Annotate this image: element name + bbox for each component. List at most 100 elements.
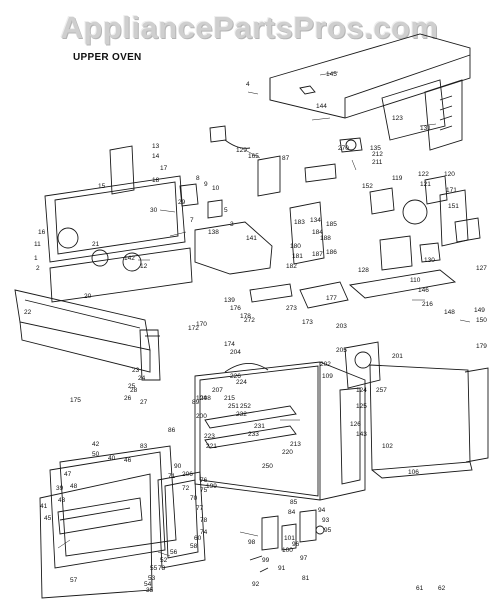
- part-number-label: 172: [188, 325, 199, 332]
- part-number-label: 8: [196, 175, 200, 182]
- part-number-label: 250: [262, 463, 273, 470]
- part-number-label: 42: [92, 441, 100, 448]
- part-number-label: 215: [224, 395, 235, 402]
- part-number-label: 74: [200, 529, 208, 536]
- part-number-label: 92: [252, 581, 260, 588]
- part-number-label: 60: [194, 535, 202, 542]
- part-number-label: 173: [302, 319, 313, 326]
- part-number-label: 188: [320, 235, 331, 242]
- part-number-label: 57: [70, 577, 78, 584]
- part-number-label: 23: [132, 367, 140, 374]
- part-number-label: 123: [392, 115, 403, 122]
- part-number-label: 97: [300, 555, 308, 562]
- part-number-label: 206: [182, 471, 193, 478]
- door-assembly: [39, 445, 206, 599]
- part-number-label: 10: [212, 185, 220, 192]
- part-number-label: 47: [64, 471, 72, 478]
- part-number-label: 27: [140, 399, 148, 406]
- part-number-label: 182: [286, 263, 297, 270]
- part-number-label: 71: [168, 473, 176, 480]
- part-number-label: 84: [288, 509, 296, 516]
- part-number-label: 273: [286, 305, 297, 312]
- part-number-label: 151: [448, 203, 459, 210]
- part-number-label: 4: [246, 81, 250, 88]
- part-number-label: 12: [140, 263, 148, 270]
- part-number-label: 55: [150, 565, 158, 572]
- part-number-label: 128: [358, 267, 369, 274]
- part-number-label: 13: [152, 143, 160, 150]
- part-number-label: 54: [144, 581, 152, 588]
- part-number-label: 143: [356, 431, 367, 438]
- part-number-label: 184: [312, 229, 323, 236]
- part-number-label: 52: [160, 557, 168, 564]
- part-number-label: 145: [326, 71, 337, 78]
- part-number-label: 224: [236, 379, 247, 386]
- electrical-components: [209, 125, 481, 247]
- part-number-label: 204: [230, 349, 241, 356]
- part-number-label: 22: [24, 309, 32, 316]
- part-number-label: 24: [138, 375, 146, 382]
- part-number-label: 129: [236, 147, 247, 154]
- part-number-label: 28: [130, 387, 138, 394]
- part-number-label: 165: [248, 153, 259, 160]
- part-number-label: 76: [200, 477, 208, 484]
- part-number-label: 141: [246, 235, 257, 242]
- part-number-label: 232: [236, 411, 247, 418]
- part-number-label: 110: [410, 277, 421, 284]
- part-number-label: 85: [290, 499, 298, 506]
- part-number-label: 134: [310, 217, 321, 224]
- part-number-label: 175: [70, 397, 81, 404]
- part-number-label: 16: [38, 229, 46, 236]
- control-panel-assembly: [44, 145, 223, 303]
- part-number-label: 96: [292, 541, 300, 548]
- part-number-label: 45: [44, 515, 52, 522]
- part-number-label: 99: [262, 557, 270, 564]
- part-number-label: 181: [292, 253, 303, 260]
- part-number-label: 183: [294, 219, 305, 226]
- part-number-label: 20: [84, 293, 92, 300]
- part-number-label: 50: [92, 451, 100, 458]
- part-number-label: 142: [124, 255, 135, 262]
- part-number-label: 30: [150, 207, 158, 214]
- part-number-label: 139: [224, 297, 235, 304]
- frame-brackets: [194, 201, 457, 309]
- part-number-label: 171: [446, 187, 457, 194]
- part-number-label: 25: [128, 383, 136, 390]
- part-number-label: 101: [284, 535, 295, 542]
- part-number-label: 223: [204, 433, 215, 440]
- part-number-label: 203: [336, 323, 347, 330]
- part-number-label: 35: [146, 587, 154, 594]
- diagram-title: UPPER OVEN: [73, 52, 142, 63]
- door-trim: [14, 289, 161, 381]
- part-number-label: 220: [282, 449, 293, 456]
- part-number-label: 40: [108, 455, 116, 462]
- part-number-label: 199: [206, 483, 217, 490]
- part-number-label: 231: [254, 423, 265, 430]
- part-number-label: 144: [316, 103, 327, 110]
- part-number-label: 98: [248, 539, 256, 546]
- part-number-label: 135: [370, 145, 381, 152]
- part-number-label: 29: [178, 199, 186, 206]
- part-number-label: 127: [476, 265, 487, 272]
- part-number-label: 78: [200, 517, 208, 524]
- part-number-label: 62: [438, 585, 446, 592]
- part-number-label: 100: [282, 547, 293, 554]
- part-number-label: 177: [326, 295, 337, 302]
- watermark: AppliancePartsPros.com: [60, 10, 439, 45]
- part-number-label: 94: [318, 507, 326, 514]
- part-number-label: 21: [92, 241, 100, 248]
- part-number-label: 213: [290, 441, 301, 448]
- top-cover: [269, 33, 471, 151]
- part-number-label: 226: [230, 373, 241, 380]
- part-number-label: 205: [336, 347, 347, 354]
- part-number-label: 174: [224, 341, 235, 348]
- part-number-label: 41: [40, 503, 48, 510]
- part-number-label: 18: [152, 177, 160, 184]
- part-number-label: 201: [392, 353, 403, 360]
- part-number-label: 102: [382, 443, 393, 450]
- part-number-label: 2: [36, 265, 40, 272]
- part-number-label: 3: [230, 221, 234, 228]
- part-number-label: 58: [190, 543, 198, 550]
- part-number-label: 109: [322, 373, 333, 380]
